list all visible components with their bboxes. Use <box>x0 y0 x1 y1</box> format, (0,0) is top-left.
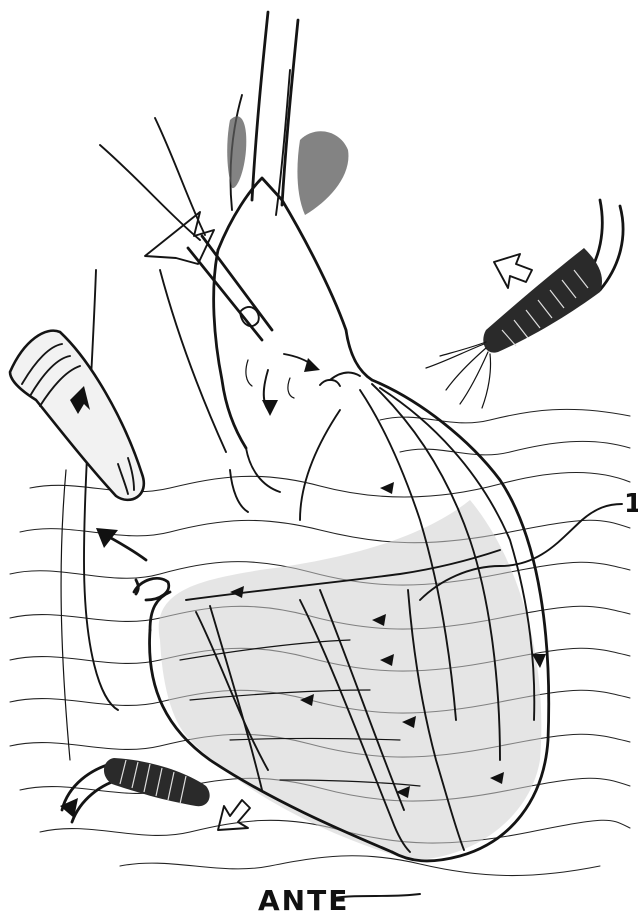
bottom-title: ANTE <box>258 884 349 914</box>
hollow-arrow-upper <box>494 254 532 288</box>
right-marker-label: 1 <box>624 489 638 519</box>
suction-tube-left <box>10 331 144 500</box>
heart-ventricle <box>150 380 549 861</box>
suction-tip <box>426 200 623 408</box>
heart-upper <box>214 178 372 448</box>
catheter-inflow-arrow <box>100 118 272 340</box>
suction-tube-bottom <box>60 758 210 822</box>
great-vessels <box>227 12 348 215</box>
coronary-sinus-outflow <box>96 528 169 600</box>
